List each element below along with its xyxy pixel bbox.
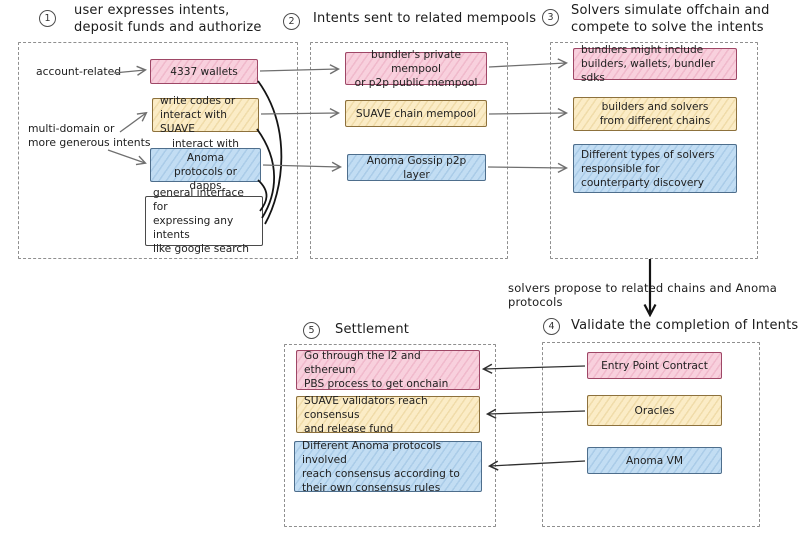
step4-title: Validate the completion of Intents [571, 318, 799, 333]
step3-number-circle: 3 [542, 9, 559, 26]
connector-label: solvers propose to related chains and An… [508, 281, 778, 309]
step5-number-circle: 5 [303, 322, 320, 339]
step3-title: Solvers simulate offchain and compete to… [571, 3, 770, 35]
step2-number-circle: 2 [283, 13, 300, 30]
node-bundlers-include: bundlers might include builders, wallets… [573, 44, 737, 84]
node-general-interface: general interface for expressing any int… [145, 187, 263, 255]
node-builders-solvers: builders and solvers from different chai… [573, 97, 737, 131]
label-multi-domain: multi-domain or more generous intents [28, 122, 151, 149]
node-anoma-consensus: Different Anoma protocols involved reach… [294, 440, 482, 494]
node-anoma-gossip: Anoma Gossip p2p layer [347, 154, 486, 181]
step2-title: Intents sent to related mempools [313, 11, 537, 26]
node-entry-point-contract: Entry Point Contract [587, 352, 722, 379]
step4-number-circle: 4 [543, 318, 560, 335]
panel-settlement [284, 344, 496, 527]
node-4337-wallets: 4337 wallets [150, 59, 258, 84]
node-bundler-mempool: bundler's private mempool or p2p public … [345, 49, 487, 89]
panel-user-intents [18, 42, 298, 259]
step5-title: Settlement [335, 322, 410, 337]
node-oracles: Oracles [587, 395, 722, 426]
panel-mempools [310, 42, 508, 259]
panel-validate [542, 342, 760, 527]
node-suave-mempool: SUAVE chain mempool [345, 100, 487, 127]
node-anoma-vm: Anoma VM [587, 447, 722, 474]
step1-title: user expresses intents, deposit funds an… [74, 3, 262, 35]
node-solver-types: Different types of solvers responsible f… [573, 144, 737, 193]
label-account-related: account-related [36, 65, 122, 78]
panel-solvers [550, 42, 758, 259]
node-interact-anoma: interact with Anoma protocols or dapps [150, 138, 261, 192]
node-pbs-onchain: Go through the l2 and ethereum PBS proce… [296, 350, 480, 390]
node-write-codes-suave: write codes or interact with SUAVE [152, 95, 259, 135]
step1-number-circle: 1 [39, 10, 56, 27]
node-suave-validators: SUAVE validators reach consensus and rel… [296, 395, 480, 435]
